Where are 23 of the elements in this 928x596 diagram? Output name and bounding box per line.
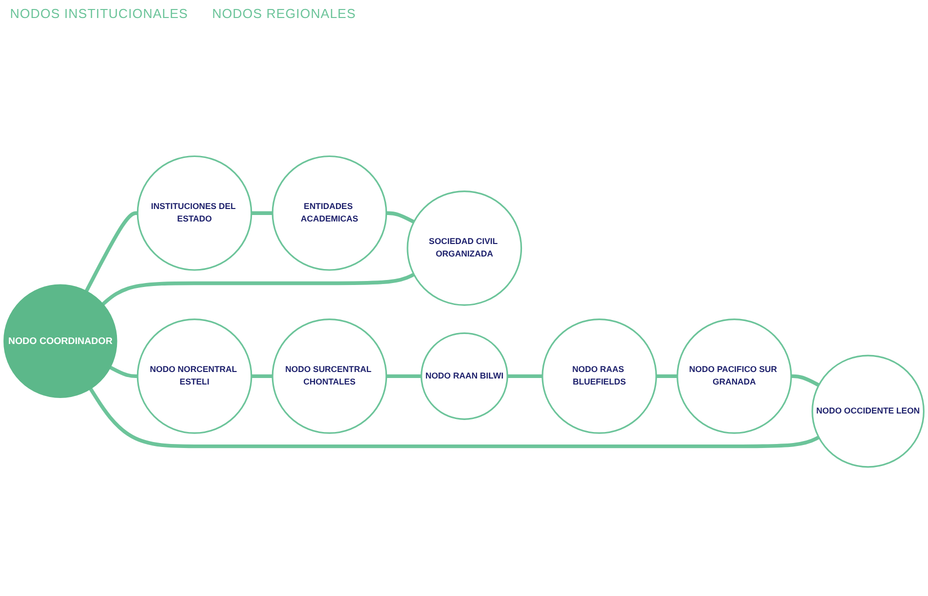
connector [102, 273, 415, 306]
connector [656, 374, 678, 378]
node-circle: NODO PACIFICO SUR GRANADA [676, 318, 792, 434]
connector [251, 212, 273, 216]
node-circle: NODO RAAS BLUEFIELDS [542, 318, 657, 434]
connector [109, 366, 138, 378]
node-circle: NODO NORCENTRAL ESTELI [136, 318, 252, 434]
group-label: NODOS INSTITUCIONALES [10, 6, 188, 21]
node-circle: SOCIEDAD CIVIL ORGANIZADA [406, 190, 522, 306]
node-circle: NODO RAAN BILWI [420, 332, 508, 420]
connector [84, 212, 138, 293]
node-circle: NODO OCCIDENTE LEON [812, 355, 925, 468]
node-circle: ENTIDADES ACADEMICAS [272, 156, 388, 272]
node-circle: INSTITUCIONES DEL ESTADO [136, 156, 252, 272]
connector [386, 212, 415, 224]
connector [386, 374, 422, 378]
node-circle: NODO SURCENTRAL CHONTALES [272, 318, 388, 434]
connector [791, 374, 820, 388]
connector [507, 374, 543, 378]
node-circle: NODO COORDINADOR [3, 284, 118, 398]
group-label: NODOS REGIONALES [212, 6, 356, 21]
connector [88, 388, 820, 449]
connector [251, 374, 273, 378]
